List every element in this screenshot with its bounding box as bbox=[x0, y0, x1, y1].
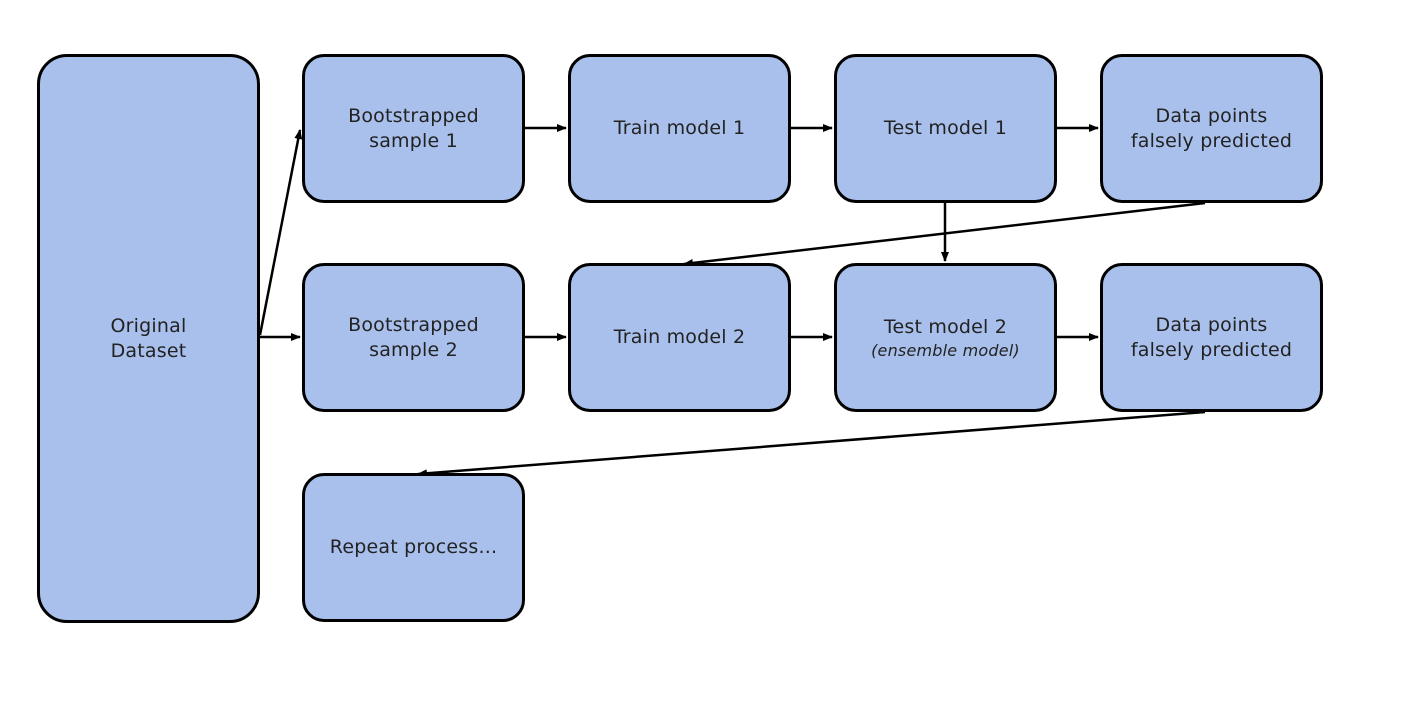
node-boot1-line2: sample 1 bbox=[369, 129, 458, 152]
edge-false2-to-repeat bbox=[417, 410, 1206, 478]
node-boot1-line1: Bootstrapped bbox=[348, 104, 479, 127]
node-original-dataset: Original Dataset bbox=[37, 54, 260, 623]
node-train1-label: Train model 1 bbox=[613, 117, 746, 139]
node-test-model-1: Test model 1 bbox=[834, 54, 1057, 203]
node-repeat-process: Repeat process... bbox=[302, 473, 525, 622]
node-repeat-label: Repeat process... bbox=[329, 536, 498, 558]
node-test-model-2: Test model 2 (ensemble model) bbox=[834, 263, 1057, 412]
node-original-line2: Dataset bbox=[110, 339, 187, 362]
edge-false1-to-train2 bbox=[683, 201, 1206, 267]
node-falsely-predicted-2: Data points falsely predicted bbox=[1100, 263, 1323, 412]
node-train-model-1: Train model 1 bbox=[568, 54, 791, 203]
node-original-line1: Original bbox=[110, 314, 187, 337]
node-bootstrapped-sample-2: Bootstrapped sample 2 bbox=[302, 263, 525, 412]
node-false1-line1: Data points bbox=[1155, 104, 1268, 127]
node-test2-line2: (ensemble model) bbox=[871, 340, 1020, 360]
node-false2-line2: falsely predicted bbox=[1130, 338, 1293, 361]
node-bootstrapped-sample-1: Bootstrapped sample 1 bbox=[302, 54, 525, 203]
node-train-model-2: Train model 2 bbox=[568, 263, 791, 412]
node-test1-label: Test model 1 bbox=[883, 117, 1008, 139]
node-falsely-predicted-1: Data points falsely predicted bbox=[1100, 54, 1323, 203]
node-train2-label: Train model 2 bbox=[613, 326, 746, 348]
edge-original-to-boot1 bbox=[258, 129, 303, 336]
node-boot2-line1: Bootstrapped bbox=[348, 313, 479, 336]
node-boot2-line2: sample 2 bbox=[369, 338, 458, 361]
node-test2-line1: Test model 2 bbox=[883, 315, 1008, 338]
node-false2-line1: Data points bbox=[1155, 313, 1268, 336]
node-false1-line2: falsely predicted bbox=[1130, 129, 1293, 152]
